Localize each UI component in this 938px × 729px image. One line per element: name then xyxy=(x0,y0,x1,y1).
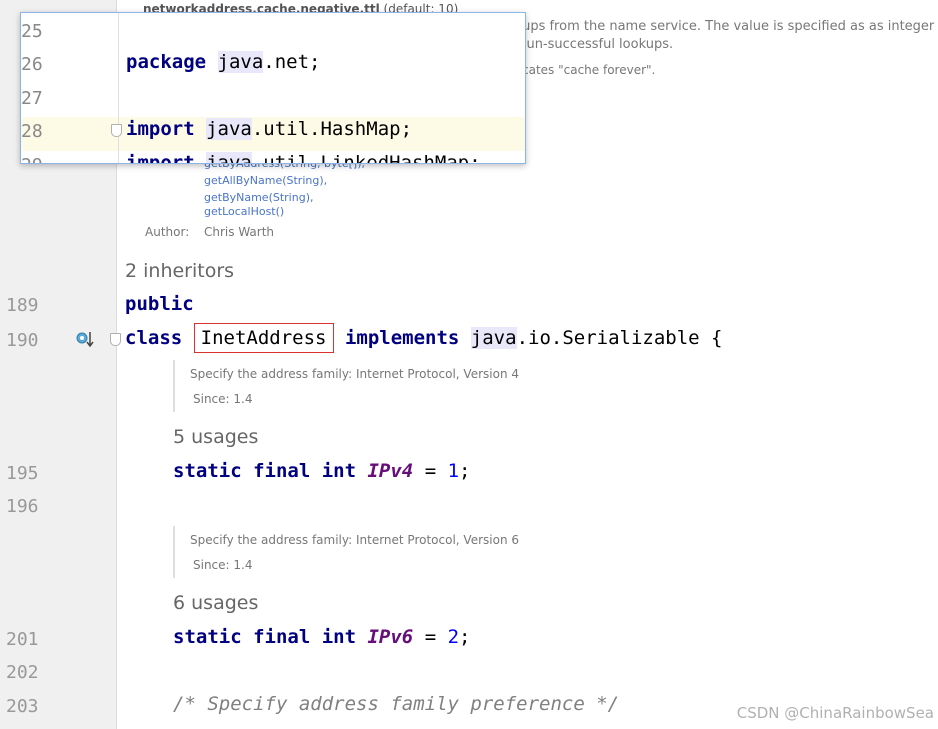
import-rest: .util.HashMap; xyxy=(251,118,413,140)
doc-bar-ipv4 xyxy=(173,360,175,412)
fold-toggle-icon[interactable] xyxy=(111,124,122,137)
value-ipv4: 1 xyxy=(447,460,460,482)
keyword-import: import xyxy=(126,118,195,140)
code-line-201: static final int IPv6 = 2; xyxy=(173,626,470,648)
code-comment-203: /* Specify address family preference */ xyxy=(173,693,620,715)
see-link-getlocalhost[interactable]: getLocalHost() xyxy=(204,205,285,218)
import-rest: .util.LinkedHashMap; xyxy=(251,152,481,164)
code-line-195: static final int IPv4 = 1; xyxy=(173,460,470,482)
ipv6-doc-text: Specify the address family: Internet Pro… xyxy=(190,533,519,547)
doc-line-1: okups from the name service. The value i… xyxy=(507,19,938,34)
implemented-marker-icon[interactable] xyxy=(76,330,94,348)
ipv6-doc-since: Since: 1.4 xyxy=(193,558,253,572)
value-ipv6: 2 xyxy=(447,626,460,648)
ipv4-doc-since: Since: 1.4 xyxy=(193,392,253,406)
class-name-inetaddress[interactable]: InetAddress xyxy=(193,323,334,353)
line-number-201: 201 xyxy=(6,629,39,650)
line-number-203: 203 xyxy=(6,696,39,717)
keyword-implements: implements xyxy=(344,327,460,349)
semicolon: ; xyxy=(459,626,471,648)
serializable-ref[interactable]: .io.Serializable { xyxy=(516,327,723,349)
popup-code-line-28: import java.util.HashMap; xyxy=(126,118,412,140)
package-java[interactable]: java xyxy=(470,327,517,349)
popup-line-number-25: 25 xyxy=(21,21,43,42)
keyword-package: package xyxy=(126,51,207,73)
inheritors-hint[interactable]: 2 inheritors xyxy=(125,260,235,282)
code-line-190: class InetAddress implements java.io.Ser… xyxy=(125,323,723,353)
line-number-190: 190 xyxy=(6,330,39,351)
popup-line-number-26: 26 xyxy=(21,54,43,75)
assign-op: = xyxy=(413,460,448,482)
doc-line-3: cates "cache forever". xyxy=(522,63,656,77)
keyword-class: class xyxy=(125,327,183,349)
keyword-static-final-int: static final int xyxy=(173,460,357,482)
author-label: Author: xyxy=(145,225,190,239)
package-java[interactable]: java xyxy=(217,51,264,73)
line-number-202: 202 xyxy=(6,662,39,683)
package-rest: .net; xyxy=(263,51,321,73)
assign-op: = xyxy=(413,626,448,648)
popup-gutter-divider xyxy=(118,13,119,163)
line-number-189: 189 xyxy=(6,295,39,316)
ipv4-usages-hint[interactable]: 5 usages xyxy=(173,426,259,448)
line-number-195: 195 xyxy=(6,463,39,484)
line-number-196: 196 xyxy=(6,496,39,517)
fold-toggle-icon[interactable] xyxy=(110,333,121,346)
package-java[interactable]: java xyxy=(206,118,252,140)
doc-line-2: r un-successful lookups. xyxy=(517,37,674,52)
keyword-static-final-int: static final int xyxy=(173,626,357,648)
code-preview-popup[interactable]: 25 26 package java.net; 27 28 import jav… xyxy=(20,12,526,164)
watermark: CSDN @ChinaRainbowSea xyxy=(736,704,934,722)
doc-bar-ipv6 xyxy=(173,526,175,578)
popup-line-number-29: 29 xyxy=(21,155,43,163)
code-line-189: public xyxy=(125,293,194,315)
see-link-getallbyname[interactable]: getAllByName(String), xyxy=(204,174,328,187)
popup-caret-row xyxy=(21,117,525,151)
ipv4-doc-text: Specify the address family: Internet Pro… xyxy=(190,367,519,381)
field-ipv4[interactable]: IPv4 xyxy=(367,460,414,482)
popup-line-number-28: 28 xyxy=(21,121,43,142)
popup-line-number-27: 27 xyxy=(21,88,43,109)
package-java[interactable]: java xyxy=(206,152,252,163)
semicolon: ; xyxy=(459,460,471,482)
field-ipv6[interactable]: IPv6 xyxy=(367,626,414,648)
keyword-import: import xyxy=(126,152,195,164)
see-link-getbyname[interactable]: getByName(String), xyxy=(204,191,314,204)
popup-code-line-26: package java.net; xyxy=(126,51,321,73)
ipv6-usages-hint[interactable]: 6 usages xyxy=(173,592,259,614)
keyword-public: public xyxy=(125,293,194,315)
popup-code-line-29: import java.util.LinkedHashMap; xyxy=(126,152,481,164)
author-value: Chris Warth xyxy=(204,225,275,239)
